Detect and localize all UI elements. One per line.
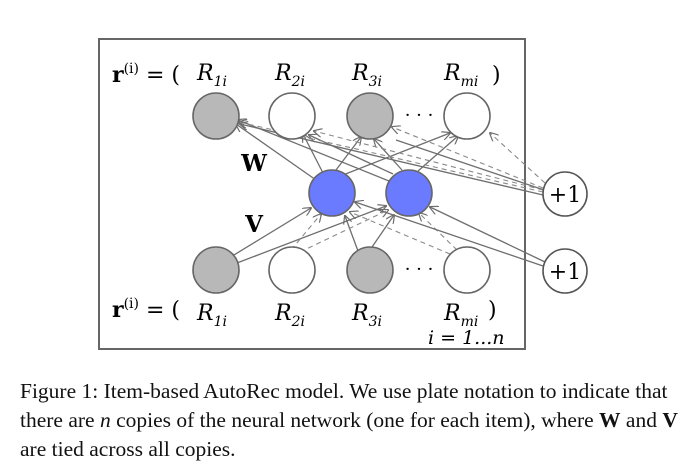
svg-text:r(i) = (: r(i) = ( [112,61,180,88]
bias-node-bottom [542,248,588,294]
bottom-close-paren: ) [488,298,497,323]
svg-text:r(i) = (: r(i) = ( [112,296,180,323]
caption-part-1: Figure 1: Item-based AutoRec model. We u… [20,379,668,432]
bottom-vector-label: r(i) = ( [112,296,180,323]
weight-w-label: W [240,150,268,177]
caption-v: V [662,408,678,432]
top-close-paren: ) [492,63,501,88]
svg-text:R3i: R3i [351,61,382,90]
svg-text:R3i: R3i [351,301,382,330]
input-node-1 [192,246,240,294]
svg-text:R1i: R1i [196,61,227,90]
caption-part-3: and [620,408,663,432]
autorec-diagram: +1 +1 · · · · · · W V r(i) = ( R1i R2i R… [98,38,588,350]
bias-label-bottom: +1 [549,260,581,285]
svg-text:Rmi: Rmi [443,61,478,90]
caption-n: n [99,408,111,432]
svg-text:R2i: R2i [274,61,305,90]
encoder-dashed-edges [290,210,458,255]
bias-label-top: +1 [549,183,581,208]
top-rating-labels: R1i R2i R3i Rmi [196,61,478,90]
hidden-node-2 [385,169,433,217]
caption-part-2: copies of the neural network (one for ea… [110,408,600,432]
output-node-2 [268,92,316,140]
caption-part-4: are tied across all copies. [20,437,236,461]
svg-text:Rmi: Rmi [443,301,478,330]
caption-w: W [599,408,621,432]
output-bias-edges [239,122,546,193]
encoder-edges [228,206,394,264]
hidden-node-1 [308,169,356,217]
figure-caption: Figure 1: Item-based AutoRec model. We u… [20,377,680,464]
input-node-3 [346,246,394,294]
plate [98,38,526,350]
input-node-m [443,246,491,294]
ellipsis-bottom: · · · [405,259,434,280]
v-bias-edges [355,202,546,267]
output-node-1 [192,92,240,140]
bottom-rating-labels: R1i R2i R3i Rmi [196,301,478,330]
svg-text:R2i: R2i [274,301,305,330]
output-node-3 [346,92,394,140]
ellipsis-top: · · · [405,105,434,126]
svg-text:R1i: R1i [196,301,227,330]
plate-label: i = 1...n [428,327,505,349]
input-node-2 [268,246,316,294]
top-vector-label: r(i) = ( [112,61,180,88]
weight-v-label: V [244,211,264,238]
bias-node-top [542,171,588,217]
output-node-m [443,92,491,140]
